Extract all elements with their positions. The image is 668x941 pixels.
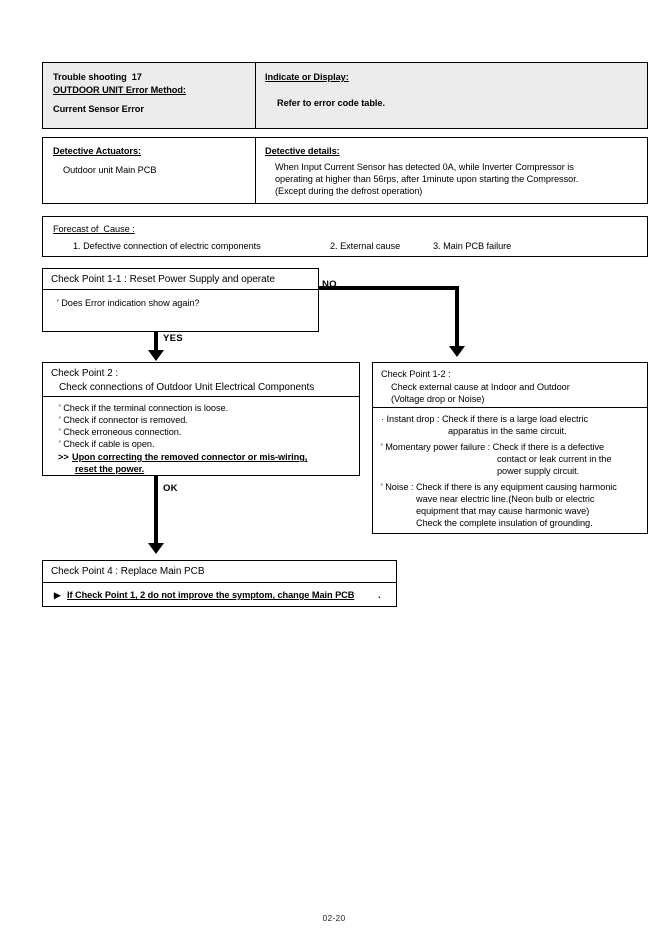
check-point-2-note-prefix: >> (58, 452, 69, 462)
check-point-2-item-4: ' Check if cable is open. (59, 439, 155, 449)
check-point-1-2-item-3: ' Momentary power failure : Check if the… (381, 442, 605, 452)
flow-label-no: NO (322, 279, 337, 290)
error-method-label: OUTDOOR UNIT Error Method: (53, 85, 186, 95)
flow-connector-no-vertical (455, 286, 459, 348)
indicate-display-title: Indicate or Display: (265, 72, 349, 82)
check-point-1-2-item-1: · Instant drop : Check if there is a lar… (381, 414, 589, 424)
detective-details-line-1: When Input Current Sensor has detected 0… (275, 162, 574, 172)
check-point-2-title-line-1: Check Point 2 : (51, 368, 119, 379)
forecast-cause-1: 1. Defective connection of electric comp… (73, 241, 261, 251)
check-point-4-divider (43, 582, 396, 583)
check-point-1-2-title-line-1: Check Point 1-2 : (381, 369, 451, 379)
check-point-4-body: If Check Point 1, 2 do not improve the s… (67, 590, 355, 600)
check-point-1-1-box: Check Point 1-1 : Reset Power Supply and… (42, 268, 319, 332)
forecast-cause-2: 2. External cause (330, 241, 401, 251)
check-point-1-2-item-7: wave near electric line.(Neon bulb or el… (416, 494, 595, 504)
check-point-4-title: Check Point 4 : Replace Main PCB (51, 566, 205, 577)
flow-arrowhead-ok (148, 543, 164, 554)
check-point-1-2-divider (373, 407, 647, 408)
detective-table-divider (255, 138, 256, 203)
troubleshooting-number: Trouble shooting 17 (53, 72, 142, 82)
check-point-2-note-line-1: Upon correcting the removed connector or… (72, 452, 308, 462)
detective-actuators-title: Detective Actuators: (53, 146, 142, 156)
check-point-2-box: Check Point 2 : Check connections of Out… (42, 362, 360, 476)
flow-arrowhead-no (449, 346, 465, 357)
check-point-2-divider (43, 396, 359, 397)
flow-connector-ok-vertical (154, 476, 158, 546)
check-point-2-title-line-2: Check connections of Outdoor Unit Electr… (59, 382, 315, 393)
header-table: Trouble shooting 17 OUTDOOR UNIT Error M… (42, 62, 648, 129)
flow-label-yes: YES (163, 333, 183, 344)
forecast-title: Forecast of Cause : (53, 224, 135, 234)
check-point-1-2-title-line-2: Check external cause at Indoor and Outdo… (391, 382, 570, 392)
triangle-marker-icon: ▶ (54, 590, 61, 600)
check-point-1-2-item-5: power supply circuit. (497, 466, 580, 476)
flow-label-ok: OK (163, 483, 178, 494)
check-point-1-1-title: Check Point 1-1 : Reset Power Supply and… (51, 274, 275, 285)
error-name: Current Sensor Error (53, 104, 144, 114)
detective-details-line-2: operating at higher than 56rps, after 1m… (275, 174, 579, 184)
detective-table: Detective Actuators: Outdoor unit Main P… (42, 137, 648, 204)
detective-details-line-3: (Except during the defrost operation) (275, 186, 423, 196)
check-point-2-item-1: ' Check if the terminal connection is lo… (59, 403, 229, 413)
check-point-1-1-body: ' Does Error indication show again? (57, 298, 200, 308)
check-point-2-item-2: ' Check if connector is removed. (59, 415, 188, 425)
check-point-1-2-item-4: contact or leak current in the (497, 454, 612, 464)
indicate-display-body: Refer to error code table. (277, 98, 385, 108)
check-point-1-2-item-6: ' Noise : Check if there is any equipmen… (381, 482, 617, 492)
detective-details-title: Detective details: (265, 146, 340, 156)
header-table-divider (255, 63, 256, 128)
forecast-cause-3: 3. Main PCB failure (433, 241, 512, 251)
check-point-1-1-divider (43, 289, 318, 290)
check-point-1-2-item-2: apparatus in the same circuit. (448, 426, 567, 436)
check-point-2-item-3: ' Check erroneous connection. (59, 427, 182, 437)
check-point-1-2-item-9: Check the complete insulation of groundi… (416, 518, 593, 528)
check-point-1-2-box: Check Point 1-2 : Check external cause a… (372, 362, 648, 534)
flow-arrowhead-yes (148, 350, 164, 361)
check-point-2-note-line-2: reset the power. (75, 464, 145, 474)
flow-connector-yes-vertical (154, 332, 158, 354)
check-point-1-2-title-line-3: (Voltage drop or Noise) (391, 394, 485, 404)
forecast-of-cause-box: Forecast of Cause : 1. Defective connect… (42, 216, 648, 257)
check-point-1-2-item-8: equipment that may cause harmonic wave) (416, 506, 590, 516)
check-point-4-body-period: . (378, 590, 381, 600)
detective-actuators-body: Outdoor unit Main PCB (63, 165, 157, 175)
flow-connector-no-horizontal (318, 286, 459, 290)
check-point-4-box: Check Point 4 : Replace Main PCB ▶ If Ch… (42, 560, 397, 607)
page-number-footer: 02-20 (322, 913, 346, 923)
